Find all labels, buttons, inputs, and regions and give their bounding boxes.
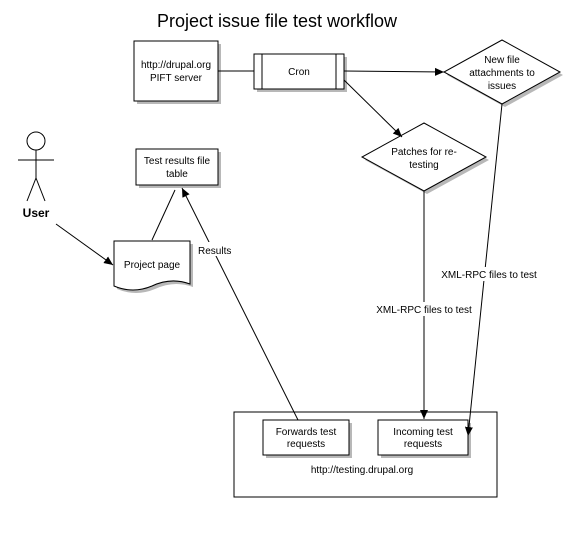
results-table-node: Test results file table bbox=[135, 148, 221, 188]
edge-label-xmlrpc-new: XML-RPC files to test bbox=[441, 270, 537, 281]
edge-project-page-to-results-table bbox=[151, 189, 176, 241]
patches-retesting-node: Patches for re- testing bbox=[360, 122, 489, 194]
pift-server-label-line1: http://drupal.org bbox=[141, 60, 211, 71]
testing-site-label: http://testing.drupal.org bbox=[311, 465, 413, 476]
incoming-requests-node: Incoming test requests bbox=[377, 419, 471, 458]
new-attachments-label-line2: attachments to bbox=[469, 68, 535, 79]
project-page-node: Project page bbox=[113, 240, 193, 293]
user-label: User bbox=[23, 206, 50, 220]
edge-label-xmlrpc-patches: XML-RPC files to test bbox=[376, 305, 472, 316]
new-attachments-label-line1: New file bbox=[484, 55, 520, 66]
new-attachments-label-line3: issues bbox=[488, 81, 516, 92]
project-page-label: Project page bbox=[124, 260, 181, 271]
forwards-requests-label-line1: Forwards test bbox=[276, 427, 337, 438]
forwards-requests-node: Forwards test requests bbox=[262, 419, 352, 458]
pift-server-node: http://drupal.org PIFT server bbox=[133, 40, 221, 104]
cron-label: Cron bbox=[288, 67, 310, 78]
incoming-requests-label-line2: requests bbox=[404, 439, 442, 450]
patches-retesting-label-line1: Patches for re- bbox=[391, 147, 457, 158]
pift-server-label-line2: PIFT server bbox=[150, 73, 203, 84]
incoming-requests-label-line1: Incoming test bbox=[393, 427, 453, 438]
cron-node: Cron bbox=[253, 53, 347, 92]
edge-cron-to-new-attachments bbox=[343, 67, 445, 76]
edge-label-results: Results bbox=[198, 246, 231, 257]
edge-cron-to-patches bbox=[343, 79, 403, 138]
edge-forwards-to-results-table bbox=[181, 187, 299, 421]
user-head bbox=[26, 131, 46, 151]
patches-retesting-label-line2: testing bbox=[409, 160, 438, 171]
diagram-title: Project issue file test workflow bbox=[157, 11, 398, 31]
edge-user-to-project-page bbox=[55, 223, 114, 266]
results-table-label-line1: Test results file bbox=[144, 156, 211, 167]
results-table-label-line2: table bbox=[166, 169, 188, 180]
forwards-requests-label-line2: requests bbox=[287, 439, 325, 450]
new-attachments-node: New file attachments to issues bbox=[442, 39, 563, 107]
user-actor: User bbox=[18, 131, 54, 220]
